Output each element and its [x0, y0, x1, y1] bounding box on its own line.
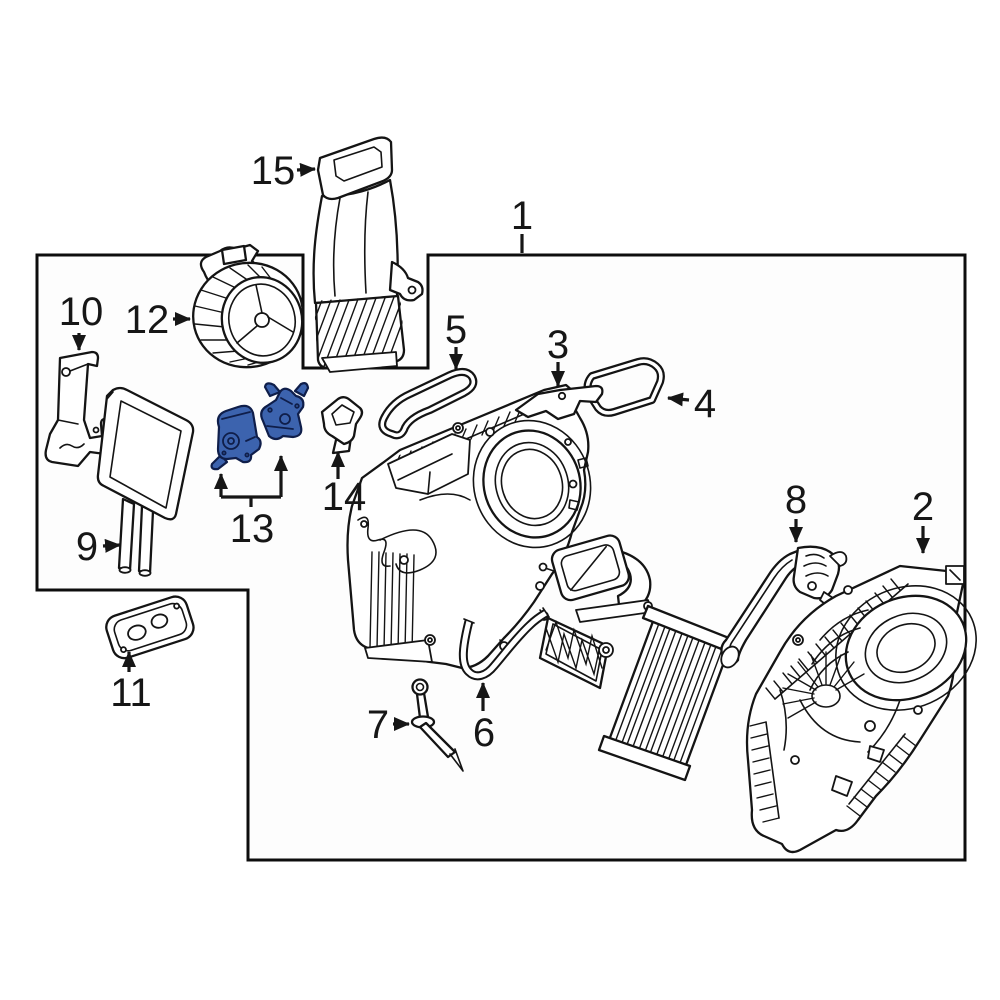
callouts: 1 2 3 4 5 6 7 8 [59, 149, 934, 755]
callout-14-label: 14 [322, 475, 367, 519]
vent-duct [538, 534, 653, 623]
main-evaporator-case [346, 383, 592, 670]
part-bracket-tab-3 [514, 384, 604, 421]
callout-11-label: 11 [110, 671, 152, 715]
part-actuators-13 [210, 382, 310, 471]
part-blower-motor-12 [192, 243, 304, 369]
callout-13-label: 13 [230, 507, 275, 551]
callout-5-label: 5 [445, 308, 467, 352]
part-sensor-7 [410, 678, 464, 772]
callout-12: 12 [125, 298, 191, 342]
callout-2-label: 2 [912, 485, 934, 529]
callout-1: 1 [511, 194, 533, 253]
callout-7: 7 [367, 703, 410, 747]
part-air-duct-15 [312, 136, 424, 373]
callout-8-label: 8 [785, 478, 807, 522]
part-adapter-14 [320, 396, 364, 455]
callout-13: 13 [214, 455, 288, 551]
callout-1-label: 1 [511, 194, 533, 238]
callout-9: 9 [76, 525, 121, 569]
callout-4-arrow [667, 392, 690, 407]
callout-11: 11 [110, 651, 152, 715]
callout-15-label: 15 [251, 149, 296, 193]
callout-12-label: 12 [125, 298, 170, 342]
callout-15: 15 [251, 149, 316, 193]
heater-element [538, 609, 614, 690]
callout-14: 14 [322, 451, 367, 519]
part-cover-plate-11 [105, 595, 195, 660]
callout-3-label: 3 [547, 323, 569, 367]
callout-2: 2 [912, 485, 934, 554]
callout-7-label: 7 [367, 703, 389, 747]
callout-15-arrow [296, 162, 316, 177]
callout-6-label: 6 [473, 711, 495, 755]
part-bracket-10 [44, 350, 115, 468]
evaporator-core [597, 604, 739, 782]
callout-4-label: 4 [694, 382, 716, 426]
part-pipe-8 [720, 545, 848, 669]
callout-9-label: 9 [76, 525, 98, 569]
part-drain-hose-6 [458, 607, 550, 681]
callout-6: 6 [473, 682, 495, 755]
callout-9-arrow [102, 538, 121, 553]
callout-13-bracket [221, 495, 281, 507]
part-seal-5 [378, 368, 478, 440]
callout-5: 5 [445, 308, 467, 370]
callout-8: 8 [785, 478, 807, 543]
callout-10-label: 10 [59, 290, 104, 334]
callout-4: 4 [667, 382, 716, 426]
part-rear-case-2 [745, 564, 977, 854]
callout-3: 3 [547, 323, 569, 387]
callout-10: 10 [59, 290, 104, 351]
